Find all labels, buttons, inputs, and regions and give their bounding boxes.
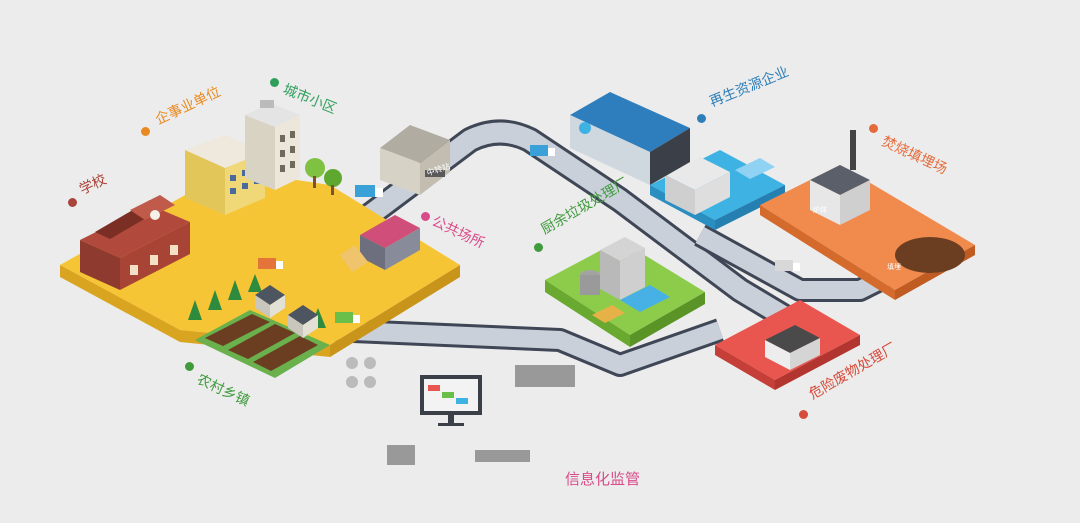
enterprise-label-dot	[141, 127, 150, 136]
residential-label-dot	[270, 78, 279, 87]
landfill-pit-sign: 填埋	[887, 262, 901, 272]
rural-label-dot	[185, 362, 194, 371]
hazardous-label-dot	[799, 410, 808, 419]
info-monitoring-label: 信息化监管	[565, 468, 640, 489]
public-places-label-dot	[421, 212, 430, 221]
monitoring-panel	[346, 357, 575, 465]
school-label-dot	[68, 198, 77, 207]
recycling-label-dot	[697, 114, 706, 123]
residential-building	[245, 100, 300, 190]
furnace-sign: 炉体	[813, 205, 827, 215]
kitchen-waste-label-dot	[534, 243, 543, 252]
incineration-label-dot	[869, 124, 878, 133]
